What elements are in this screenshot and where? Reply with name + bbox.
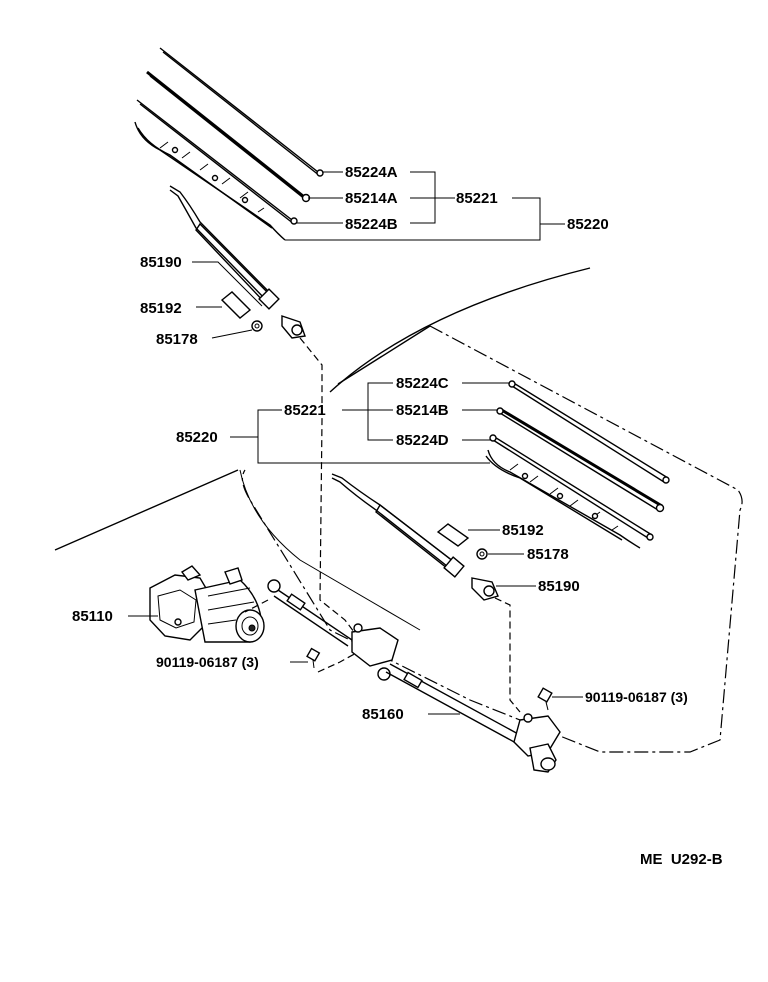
top-arm-nut-85178 [251, 320, 263, 332]
mid-leaders [230, 382, 510, 464]
mid-arm-cap-85192 [436, 523, 470, 547]
motor-bolt-90119 [290, 647, 359, 673]
label-85110: 85110 [72, 608, 113, 625]
label-85160: 85160 [362, 706, 404, 723]
label-85190-top: 85190 [140, 254, 182, 271]
label-90119-left: 90119-06187 (3) [156, 654, 259, 670]
label-85178-top: 85178 [156, 331, 198, 348]
label-85224a: 85224A [345, 164, 398, 181]
label-85178-mid: 85178 [527, 546, 569, 563]
label-85214b: 85214B [396, 402, 449, 419]
label-85224d: 85224D [396, 432, 449, 449]
mid-arm-leaders [468, 529, 536, 713]
label-90119-right: 90119-06187 (3) [585, 689, 688, 705]
top-blade-refill-85224b [136, 99, 298, 225]
label-85214a: 85214A [345, 190, 398, 207]
label-85224b: 85224B [345, 216, 398, 233]
mid-blade-rubber-85214b [496, 407, 665, 513]
mid-arm-nut-85178 [476, 548, 488, 560]
mid-blade-refill-85224c [508, 380, 670, 484]
motor-leader [128, 599, 269, 617]
drawing-code: ME U292-B [640, 851, 723, 868]
label-85220-mid: 85220 [176, 429, 218, 446]
top-arm-leaders [192, 261, 361, 641]
top-wiper-arm [169, 185, 306, 339]
top-blade-frame [134, 121, 286, 241]
label-85224c: 85224C [396, 375, 449, 392]
label-85221-top: 85221 [456, 190, 498, 207]
link-bolt-90119 [537, 687, 583, 711]
label-85221-mid: 85221 [284, 402, 326, 419]
mid-blade-refill-85224d [489, 434, 654, 541]
label-85192-mid: 85192 [502, 522, 544, 539]
top-blade-refill-85224a [159, 47, 324, 177]
label-85192-top: 85192 [140, 300, 182, 317]
wiper-motor-85110 [149, 565, 265, 643]
top-arm-cap-85192 [220, 291, 252, 319]
mid-blade-frame [485, 449, 641, 549]
wiper-link-85160 [267, 579, 561, 773]
top-blade-rubber-85214a [146, 70, 311, 203]
mid-wiper-arm [331, 473, 499, 601]
label-85220-top: 85220 [567, 216, 609, 233]
label-85190-mid: 85190 [538, 578, 580, 595]
top-leaders [285, 171, 565, 241]
windshield-outline [54, 267, 743, 753]
